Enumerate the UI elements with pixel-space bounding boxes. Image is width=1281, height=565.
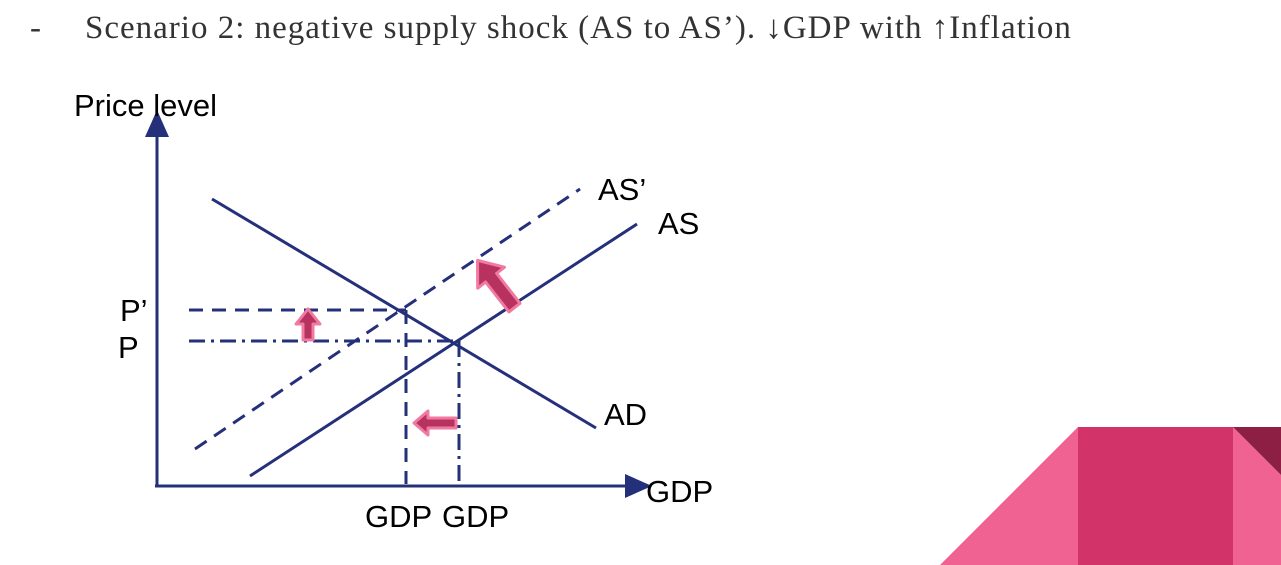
ad-curve [211,197,597,430]
gdp-prime-label: GDP [365,499,432,534]
as-prime-label: AS’ [598,172,646,207]
supply-shift-arrow [476,258,522,314]
as-curve [249,222,638,478]
gdp-label: GDP [442,499,509,534]
bullet-dash: - [30,10,42,46]
scenario-text: Scenario 2: negative supply shock (AS to… [85,10,1072,46]
price-up-arrow [294,307,322,342]
deco-magenta-block [1078,427,1233,565]
as-label: AS [658,206,699,241]
as-prime-curve [194,187,581,451]
deco-light-triangle [940,427,1078,565]
p-prime-label: P’ [120,293,148,328]
deco-dark-corner [1233,427,1281,475]
scenario-heading: - Scenario 2: negative supply shock (AS t… [30,10,1072,47]
p-label: P [118,330,139,365]
ad-label: AD [604,397,647,432]
deco-right-strip [1233,427,1281,565]
x-axis-label: GDP [646,474,713,509]
y-axis-label: Price level [74,88,217,123]
gdp-left-arrow [412,409,458,437]
